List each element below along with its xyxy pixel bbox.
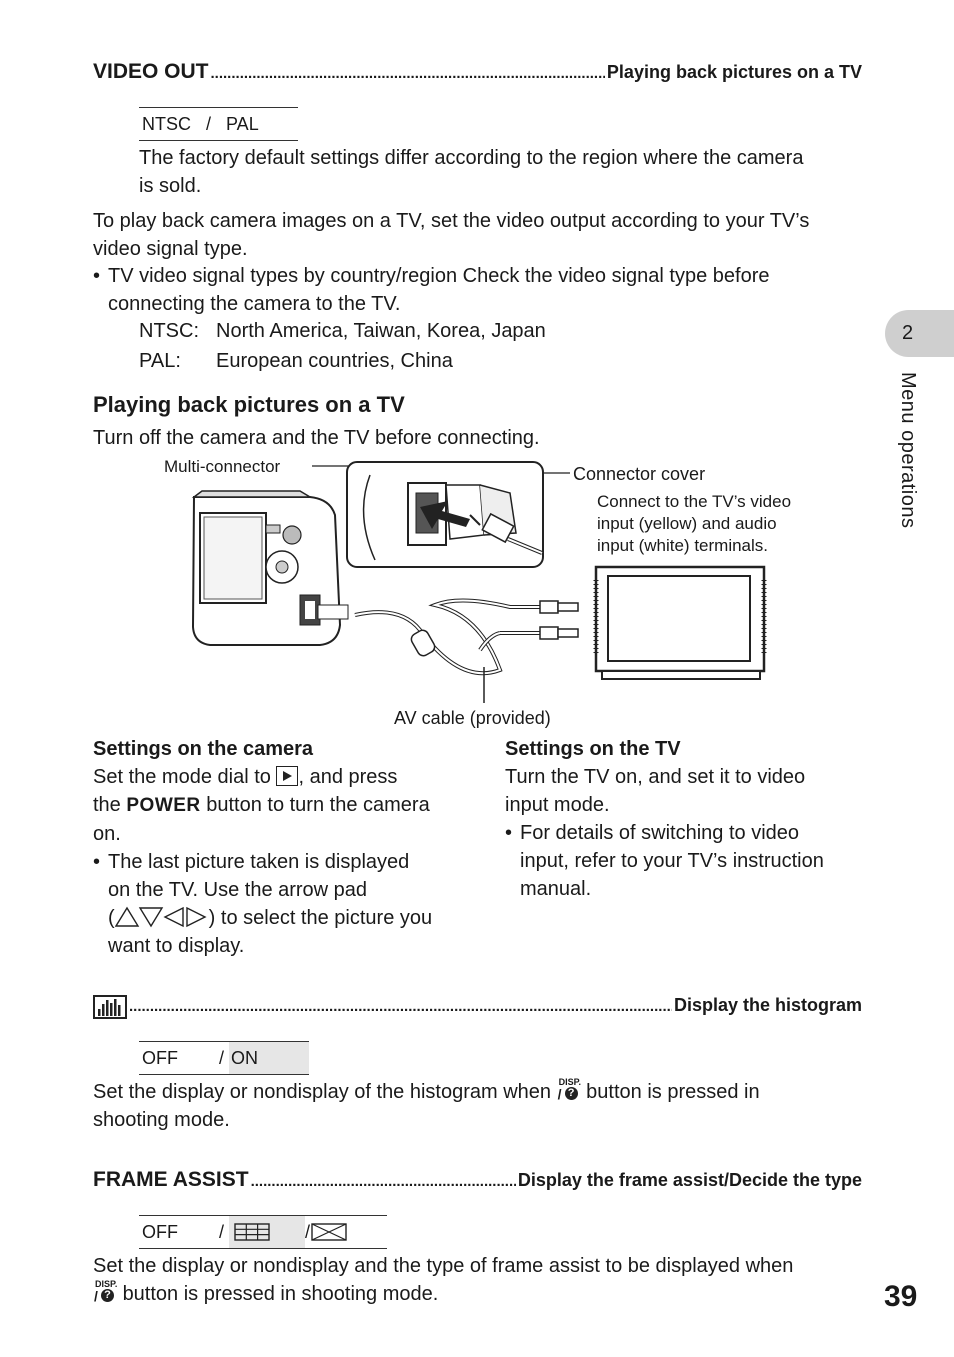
video-out-title: VIDEO OUT [93,60,209,83]
video-out-paragraph: To play back camera images on a TV, set … [93,210,810,260]
frame-assist-title: FRAME ASSIST [93,1168,249,1191]
label-av-cable: AV cable (provided) [394,708,551,728]
camera-settings: Settings on the camera Set the mode dial… [93,735,463,960]
tv-illustration [593,565,767,680]
disp-button-icon: DISP. / ? [557,1077,581,1102]
option-separator: / [305,1221,311,1242]
histogram-description: Display the histogram [673,995,862,1015]
frame-assist-description: Display the frame assist/Decide the type [517,1170,862,1190]
histogram-header: Display the histogram [93,995,862,1019]
video-out-description: Playing back pictures on a TV [606,62,862,82]
option-off: OFF [142,1221,178,1242]
camera-settings-line2: the POWER button to turn the camera [93,794,430,816]
tv-connection-diagram [191,461,767,703]
chapter-tab [885,310,954,357]
av-cable-illustration [354,598,579,703]
camera-illustration [191,490,349,646]
leader-dots [211,65,605,82]
playback-mode-icon [276,766,299,786]
tv-settings: Settings on the TV Turn the TV on, and s… [505,735,875,903]
playback-heading: Playing back pictures on a TV [93,392,405,417]
label-connector-cover: Connector cover [573,464,706,484]
frame-assist-options: OFF / / [139,1215,387,1249]
video-out-header: VIDEO OUT Playing back pictures on a TV [93,60,862,84]
option-on: ON [229,1042,309,1074]
label-connect-note: Connect to the TV’s video input (yellow)… [597,492,792,555]
page-number: 39 [884,1280,918,1313]
frame-assist-paragraph: Set the display or nondisplay and the ty… [93,1255,794,1305]
option-separator: / [219,1047,230,1068]
insert-arrow-icon [420,501,470,529]
option-ntsc: NTSC [142,113,191,134]
connector-closeup-inset [346,461,544,568]
arrow-pad-icon [114,906,207,928]
chapter-number: 2 [902,322,914,344]
histogram-options: OFF / ON [139,1041,309,1075]
camera-settings-line1: Set the mode dial to , and press [93,766,398,788]
grid-frame-icon [234,1223,270,1241]
pal-regions: European countries, China [216,350,453,372]
video-out-note: The factory default settings differ acco… [139,147,804,197]
ntsc-row: NTSC: [139,320,199,342]
label-multi-connector: Multi-connector [164,457,281,476]
camera-settings-heading: Settings on the camera [93,738,314,760]
ntsc-regions: North America, Taiwan, Korea, Japan [216,320,546,342]
leader-dots [251,1173,516,1190]
playback-intro: Turn off the camera and the TV before co… [93,427,540,449]
video-signal-bullet: • TV video signal types by country/regio… [93,262,853,318]
option-separator: / [219,1221,230,1242]
tv-settings-heading: Settings on the TV [505,738,681,760]
video-out-options: NTSC / PAL [139,107,298,141]
bullet-dot: • [93,265,101,287]
option-separator: / [191,113,227,134]
diagonal-frame-icon [311,1223,347,1241]
tv-settings-bullet: • For details of switching to video inpu… [505,822,824,900]
leader-dots [129,998,672,1015]
disp-button-icon: DISP. / ? [94,1279,118,1304]
chapter-label: Menu operations [897,372,919,529]
option-pal: PAL [226,113,259,134]
option-off: OFF [142,1047,178,1068]
help-icon: ? [101,1289,114,1302]
pal-row: PAL: [139,350,181,372]
frame-assist-header: FRAME ASSIST Display the frame assist/De… [93,1168,862,1192]
power-button-label: POWER [126,795,201,816]
option-grid [229,1216,306,1248]
camera-settings-bullet: • The last picture taken is displayed on… [93,851,433,957]
help-icon: ? [564,1087,578,1100]
histogram-paragraph: Set the display or nondisplay of the his… [93,1077,760,1132]
histogram-icon [93,995,127,1019]
